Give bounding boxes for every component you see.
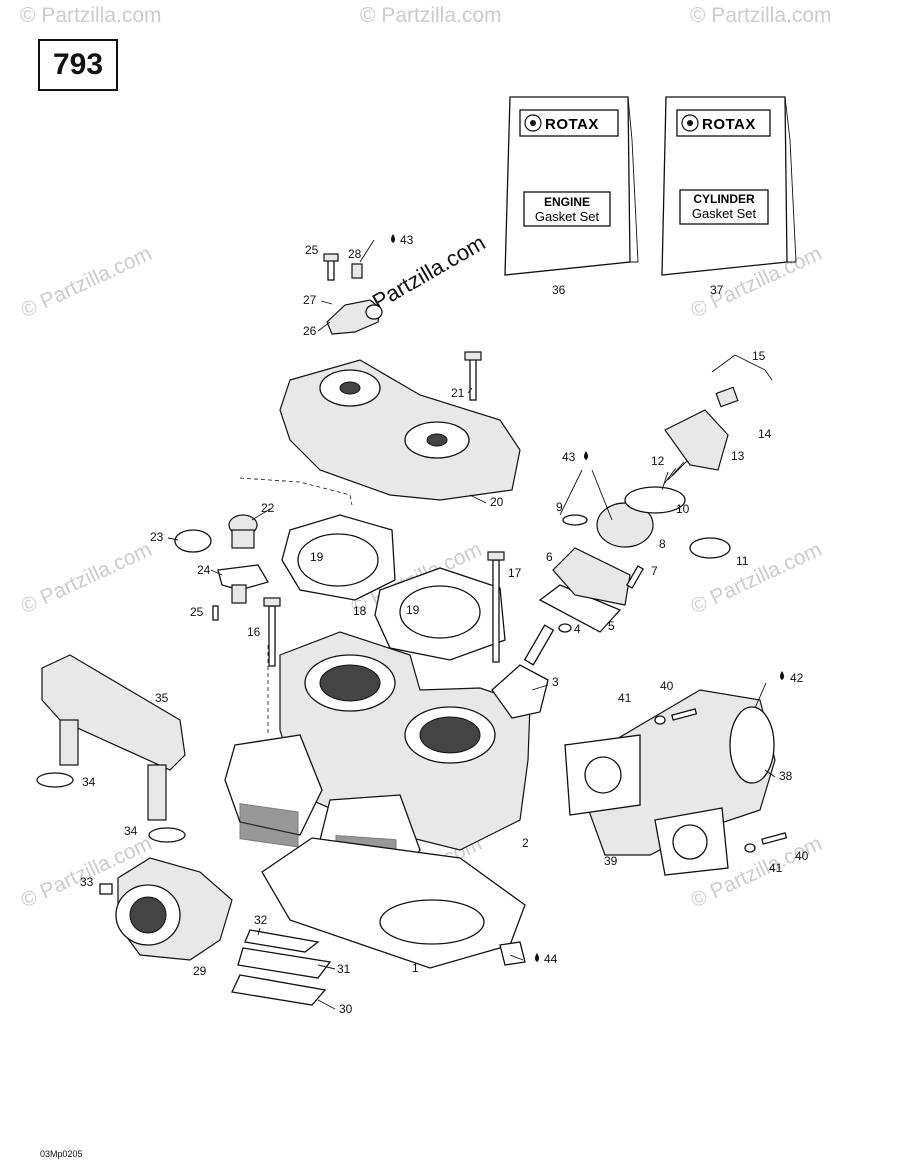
callout-label[interactable]: 8 — [659, 537, 666, 551]
callout-label[interactable]: 38 — [779, 769, 793, 783]
head-gasket-right[interactable] — [374, 567, 506, 661]
callout-label[interactable]: 10 — [676, 502, 690, 516]
callout-label[interactable]: 28 — [348, 247, 362, 261]
callout-label[interactable]: 41 — [618, 691, 632, 705]
callout-label[interactable]: 3 — [552, 675, 559, 689]
callout-label[interactable]: 6 — [546, 550, 553, 564]
callout-label[interactable]: 7 — [651, 564, 658, 578]
head-gasket-left[interactable] — [281, 514, 396, 601]
callout-label[interactable]: 32 — [254, 913, 268, 927]
cylinder-gasket-set-kit[interactable]: ROTAX CYLINDER Gasket Set — [661, 96, 797, 276]
kit-brand: ROTAX — [545, 116, 599, 133]
drop-icon — [535, 953, 539, 962]
callout-label[interactable]: 30 — [339, 1002, 353, 1016]
callout-label[interactable]: 2 — [522, 836, 529, 850]
callout-label[interactable]: 35 — [155, 691, 169, 705]
callout-label[interactable]: 4 — [574, 622, 581, 636]
callout-label[interactable]: 40 — [660, 679, 674, 693]
watermark: © Partzilla.com — [360, 4, 502, 27]
exhaust-valve-assembly[interactable] — [491, 354, 773, 719]
kit-subtitle: Gasket Set — [535, 209, 600, 224]
watermark: © Partzilla.com — [17, 242, 155, 323]
intake-silencer[interactable] — [36, 654, 186, 843]
callout-label[interactable]: 34 — [124, 824, 138, 838]
callout-label[interactable]: 22 — [261, 501, 275, 515]
page-number: 793 — [38, 39, 118, 91]
reed-valve-left[interactable] — [224, 734, 323, 848]
sealant-drop-icons — [391, 234, 784, 962]
callout-label[interactable]: 23 — [150, 530, 164, 544]
kit-subtitle: Gasket Set — [692, 206, 757, 221]
thermostat-assembly[interactable] — [174, 514, 269, 621]
callout-label[interactable]: 13 — [731, 449, 745, 463]
callout-label[interactable]: 41 — [769, 861, 783, 875]
drop-icon — [780, 671, 784, 680]
cylinder-block[interactable] — [279, 631, 531, 851]
leader-lines — [167, 239, 776, 1010]
callout-label[interactable]: 34 — [82, 775, 96, 789]
callout-label[interactable]: 44 — [544, 952, 558, 966]
kit-ref-label[interactable]: 37 — [710, 283, 724, 297]
kit-ref-label[interactable]: 36 — [552, 283, 566, 297]
callout-label[interactable]: 29 — [193, 964, 207, 978]
cylinder-head[interactable] — [279, 351, 521, 501]
callout-label[interactable]: 14 — [758, 427, 772, 441]
callout-label[interactable]: 1 — [412, 961, 419, 975]
callout-label[interactable]: 17 — [508, 566, 522, 580]
callout-label[interactable]: 26 — [303, 324, 317, 338]
callout-label[interactable]: 21 — [451, 386, 465, 400]
callout-label[interactable]: 24 — [197, 563, 211, 577]
callout-label[interactable]: 11 — [736, 554, 749, 568]
drop-icon — [584, 451, 588, 460]
callout-label[interactable]: 43 — [562, 450, 576, 464]
callout-label[interactable]: 12 — [651, 454, 665, 468]
watermark-main: Partzilla.com — [368, 230, 490, 315]
callout-label[interactable]: 39 — [604, 854, 618, 868]
callout-label[interactable]: 5 — [608, 619, 615, 633]
water-outlet-elbow[interactable] — [323, 253, 383, 335]
figure-code: 03Mp0205 — [40, 1149, 83, 1159]
callout-label[interactable]: 19 — [310, 550, 324, 564]
callout-label[interactable]: 18 — [353, 604, 367, 618]
callout-label[interactable]: 20 — [490, 495, 504, 509]
carburetor-adapter[interactable] — [99, 857, 233, 961]
kit-title: CYLINDER — [693, 192, 755, 206]
watermark: © Partzilla.com — [20, 4, 162, 27]
watermark: © Partzilla.com — [690, 4, 832, 27]
callout-label[interactable]: 25 — [305, 243, 319, 257]
exhaust-manifold[interactable] — [564, 689, 788, 876]
drop-icon — [391, 234, 395, 243]
callout-label[interactable]: 16 — [247, 625, 261, 639]
callout-label[interactable]: 40 — [795, 849, 809, 863]
kit-brand: ROTAX — [702, 116, 756, 133]
callout-label[interactable]: 19 — [406, 603, 420, 617]
engine-gasket-set-kit[interactable]: ROTAX ENGINE Gasket Set — [504, 96, 639, 276]
callout-labels: 1 2 3 4 5 6 7 8 9 10 11 12 13 14 15 16 1… — [80, 233, 809, 1016]
reed-petals[interactable] — [231, 929, 332, 1006]
callout-label[interactable]: 9 — [556, 500, 563, 514]
callout-label[interactable]: 33 — [80, 875, 94, 889]
base-gasket[interactable] — [261, 837, 526, 969]
callout-label[interactable]: 25 — [190, 605, 204, 619]
callout-label[interactable]: 42 — [790, 671, 804, 685]
kit-title: ENGINE — [544, 195, 590, 209]
watermark: © Partzilla.com — [17, 538, 155, 619]
callout-label[interactable]: 27 — [303, 293, 317, 307]
callout-label[interactable]: 15 — [752, 349, 766, 363]
callout-label[interactable]: 43 — [400, 233, 414, 247]
stud-bolts[interactable] — [263, 551, 505, 667]
callout-label[interactable]: 31 — [337, 962, 351, 976]
